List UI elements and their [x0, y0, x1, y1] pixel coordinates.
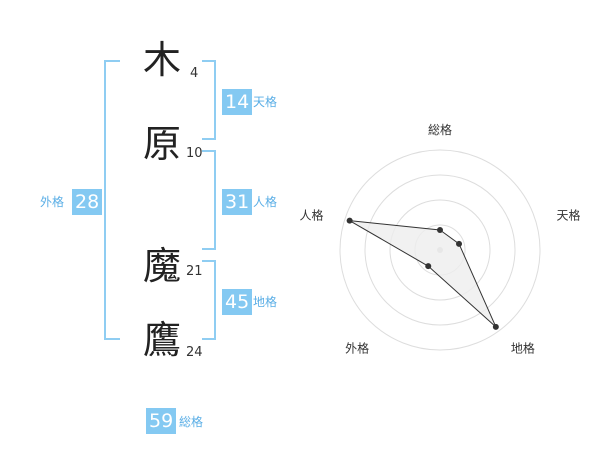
gaikaku-score: 28 — [72, 189, 103, 215]
soukaku-label: 総格 — [179, 415, 204, 429]
jinkaku-score: 31 — [222, 189, 253, 215]
stroke-count-1: 4 — [190, 66, 199, 81]
tenkaku-score: 14 — [222, 89, 253, 115]
name-char-4: 鷹 — [142, 318, 181, 362]
soukaku-score: 59 — [146, 408, 177, 434]
stroke-count-3: 21 — [186, 264, 203, 279]
radar-axis-label-2: 天格 — [557, 207, 580, 222]
stroke-count-2: 10 — [186, 146, 203, 161]
radar-point-1 — [437, 227, 443, 233]
radar-point-2 — [456, 240, 463, 247]
name-char-2: 原 — [142, 122, 181, 166]
gaikaku-bracket — [104, 60, 120, 340]
name-char-3: 魔 — [142, 244, 181, 288]
radar-point-5 — [346, 217, 353, 224]
radar-series-polygon — [349, 220, 497, 328]
chikaku-score: 45 — [222, 289, 253, 315]
radar-axis-label-1: 総格 — [428, 122, 452, 137]
radar-ring-2 — [389, 199, 491, 301]
chikaku-label: 地格 — [253, 295, 278, 309]
radar-point-4 — [425, 263, 432, 270]
tenkaku-label: 天格 — [253, 95, 278, 109]
radar-axis-label-4: 外格 — [345, 341, 369, 356]
tenkaku-bracket — [202, 60, 216, 140]
radar-ring-3 — [364, 174, 516, 326]
jinkaku-bracket — [202, 150, 216, 250]
radar-ring-4 — [339, 149, 541, 351]
radar-axis-label-3: 地格 — [511, 341, 535, 356]
radar-point-3 — [492, 323, 499, 330]
radar-axis-label-5: 人格 — [300, 207, 323, 222]
name-char-1: 木 — [142, 38, 181, 82]
chikaku-bracket — [202, 260, 216, 340]
stroke-count-4: 24 — [186, 345, 203, 360]
jinkaku-label: 人格 — [253, 195, 278, 209]
gaikaku-label: 外格 — [40, 195, 65, 209]
